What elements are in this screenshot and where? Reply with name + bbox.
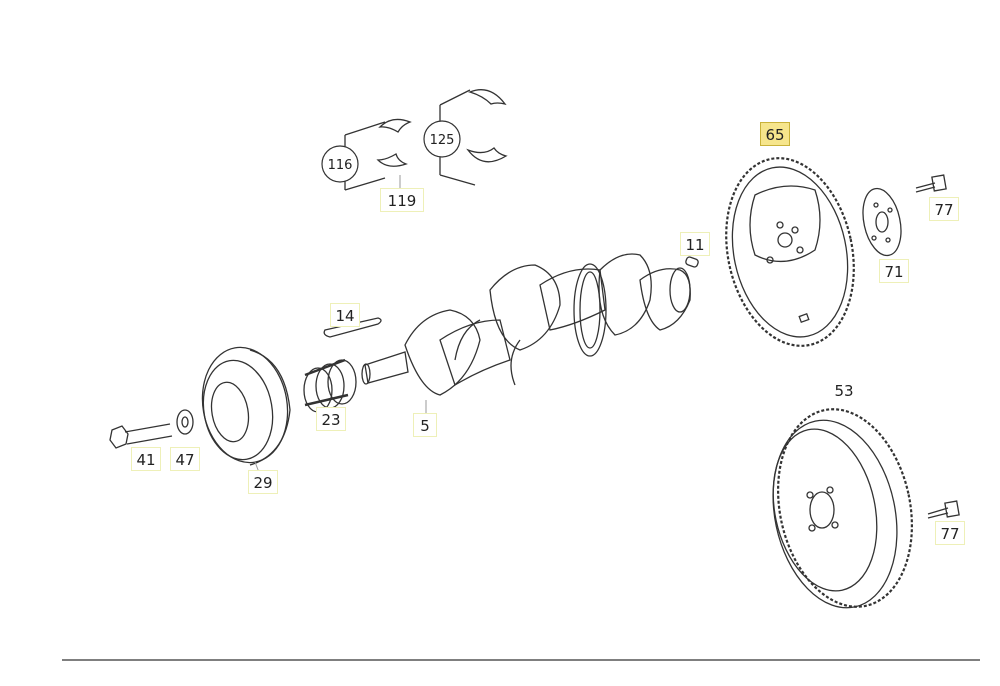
callout-5[interactable]: 5 (413, 413, 437, 437)
pulley-bolt-drawing (109, 423, 173, 449)
callout-119[interactable]: 119 (380, 188, 424, 212)
callout-47[interactable]: 47 (170, 447, 200, 471)
callout-116[interactable]: 116 (321, 145, 359, 183)
dowel-pin-drawing (685, 256, 699, 268)
drive-plate-drawing (725, 157, 855, 347)
washer-drawing (176, 409, 194, 435)
crankshaft-drawing (361, 253, 691, 396)
callout-53[interactable]: 53 (834, 382, 854, 400)
thrust-washer-drawing (323, 317, 382, 338)
callout-71[interactable]: 71 (879, 259, 909, 283)
callout-77-lower[interactable]: 77 (935, 521, 965, 545)
reinforcement-plate-drawing (862, 187, 902, 257)
callout-125[interactable]: 125 (423, 120, 461, 158)
callout-23[interactable]: 23 (316, 407, 346, 431)
callout-65[interactable]: 65 (760, 122, 790, 146)
callout-29[interactable]: 29 (248, 470, 278, 494)
callout-14[interactable]: 14 (330, 303, 360, 327)
flywheel-drawing (772, 408, 913, 609)
callout-116-label: 116 (328, 158, 353, 173)
flywheel-bolt-upper-drawing (915, 174, 947, 193)
callout-11[interactable]: 11 (680, 232, 710, 256)
callout-77-upper[interactable]: 77 (929, 197, 959, 221)
callout-125-label: 125 (430, 133, 455, 148)
callout-41[interactable]: 41 (131, 447, 161, 471)
flywheel-bolt-lower-drawing (927, 500, 960, 519)
